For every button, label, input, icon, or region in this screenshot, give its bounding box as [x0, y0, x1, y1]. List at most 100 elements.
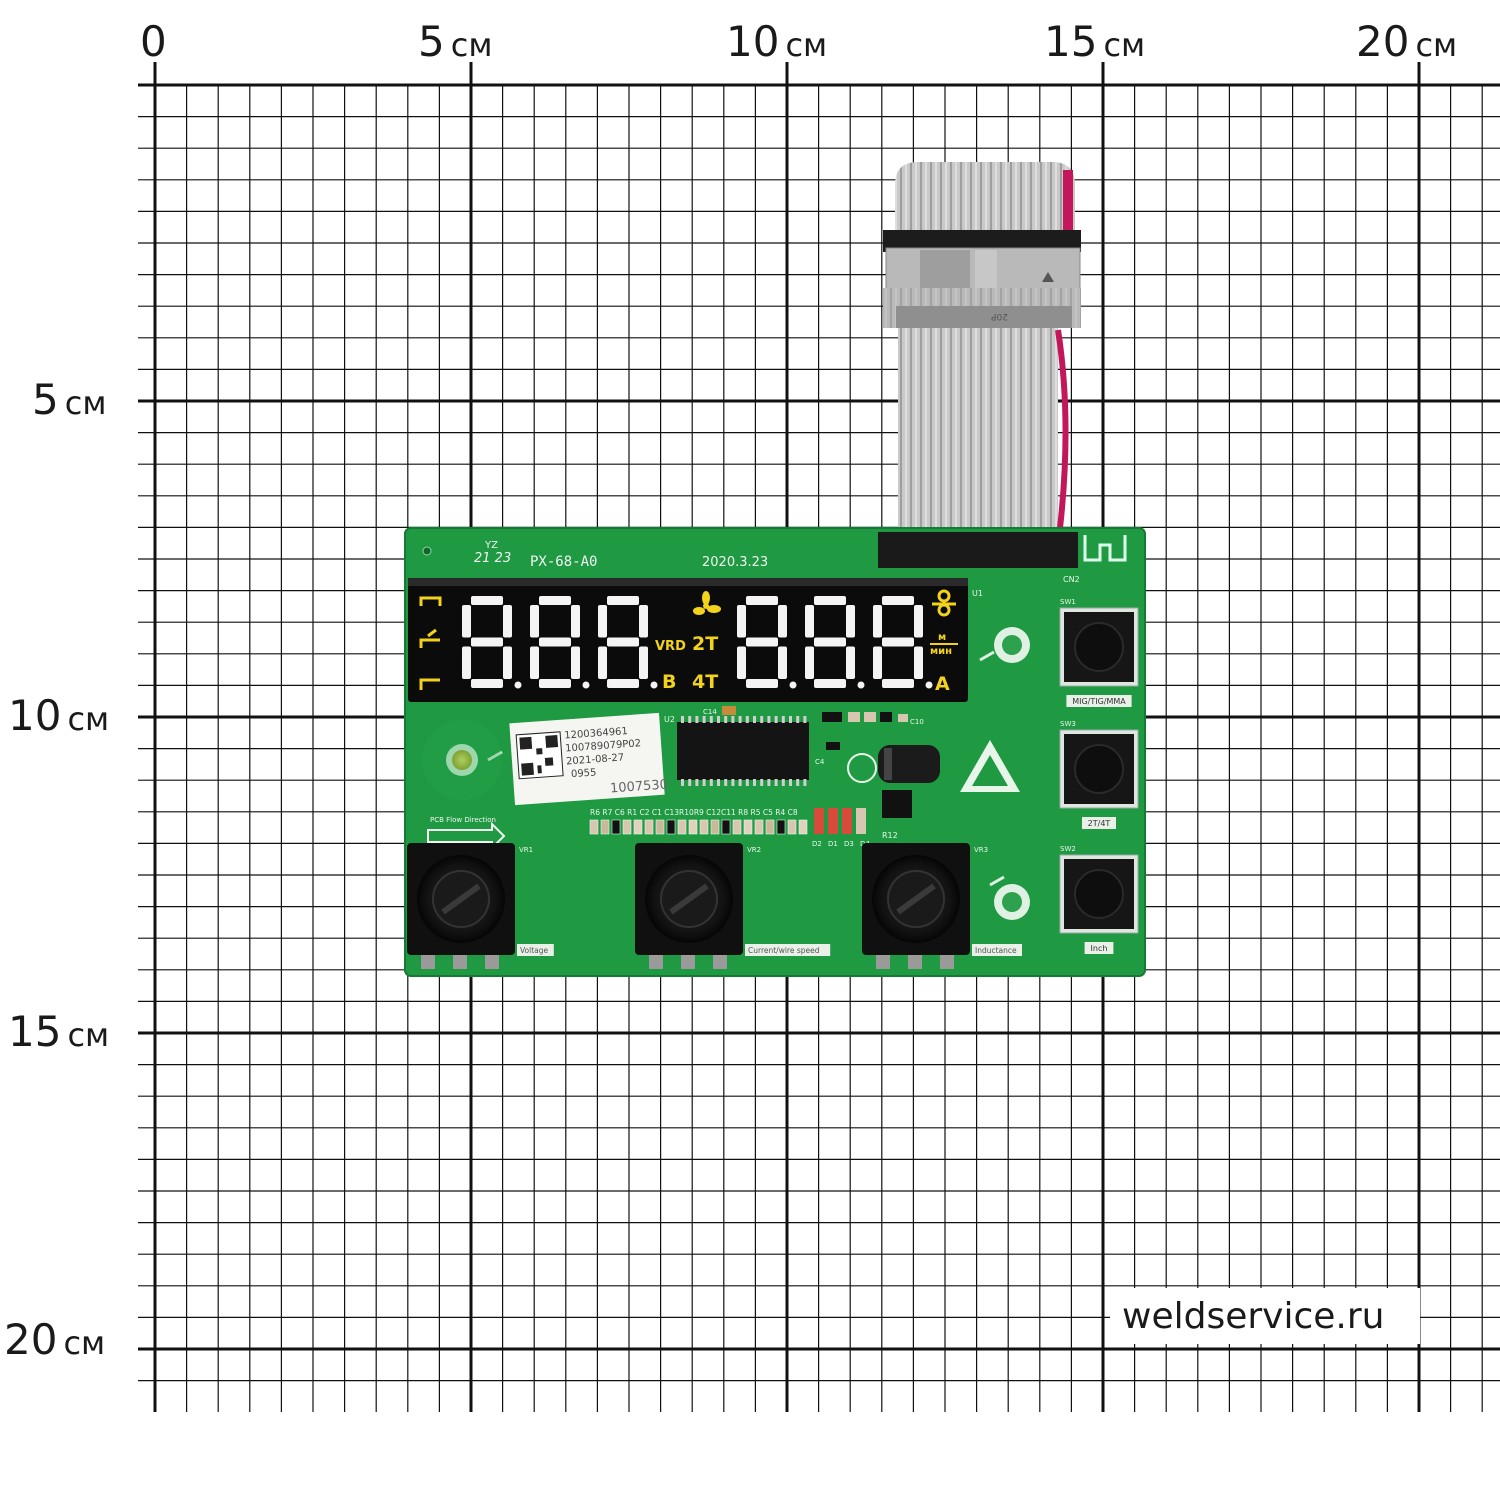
- switch-button[interactable]: [1074, 869, 1124, 919]
- segment: [805, 605, 814, 638]
- idc-triangle-marker: [1042, 272, 1054, 282]
- ribbon-loop: [895, 162, 1075, 250]
- sticker-line-3: 2021-08-27: [566, 752, 625, 767]
- ribbon-cable: 20P: [883, 162, 1081, 533]
- knob-ref: VR1: [519, 846, 533, 854]
- board-model: PX-68-A0: [530, 554, 597, 570]
- torch-mig-icon: [419, 596, 442, 606]
- segment: [539, 596, 571, 605]
- segment: [607, 637, 639, 647]
- segment: [882, 679, 914, 688]
- knob-label: Inductance: [975, 946, 1017, 955]
- switch-button[interactable]: [1074, 744, 1124, 794]
- segment: [814, 679, 846, 688]
- decimal-point: [789, 681, 797, 689]
- status-led: [452, 750, 472, 770]
- pcb-flow-label: PCB Flow Direction: [430, 816, 496, 824]
- pcb-flow-arrow-icon: [427, 821, 506, 851]
- label-u1: U1: [972, 589, 983, 598]
- ribbon-flat: [898, 328, 1058, 533]
- label-r12: R12: [882, 831, 898, 840]
- board-yz: YZ: [484, 540, 498, 551]
- idc-metal-tab: [975, 250, 997, 288]
- segment: [530, 605, 539, 638]
- fraction-bar: [930, 643, 958, 645]
- decimal-point: [650, 681, 658, 689]
- segment: [471, 637, 503, 647]
- pcb-board: CN2 U1 YZ 21 23 PX-68-A0 2020.3.23 888 8…: [404, 527, 1146, 977]
- decimal-point: [857, 681, 865, 689]
- ic-chip-pins: [681, 716, 807, 786]
- screw-icon: [487, 650, 1005, 887]
- fan-icon: [693, 591, 721, 615]
- segment: [598, 605, 607, 638]
- segment: [914, 646, 923, 679]
- idc-metal-tab: [920, 250, 970, 288]
- indicator-unit-speed-bottom: мин: [930, 646, 952, 657]
- knob-ref: VR3: [974, 846, 988, 854]
- ribbon-red-wire: [1055, 329, 1069, 529]
- knob-label: Current/wire speed: [748, 946, 820, 955]
- segment: [914, 605, 923, 638]
- label-c4: C4: [815, 758, 825, 766]
- indicator-4t: 4T: [692, 671, 718, 693]
- board-yz-code: 21 23: [474, 551, 511, 566]
- indicator-unit-a: А: [935, 673, 950, 695]
- display-panel: [408, 578, 968, 702]
- segment: [814, 637, 846, 647]
- torch-tig-icon: [419, 628, 440, 648]
- switch-ref: SW1: [1060, 598, 1076, 606]
- board-date: 2020.3.23: [702, 555, 768, 570]
- diode-d1: D1: [828, 840, 838, 848]
- label-cn2: CN2: [1063, 575, 1080, 584]
- knob-label: Voltage: [520, 946, 549, 955]
- resistor-row-labels: R6 R7 C6 R1 C2 C1 C13R10R9 C12C11 R8 R5 …: [590, 808, 798, 817]
- switch-ref: SW3: [1060, 720, 1076, 728]
- cap-c14: [722, 706, 736, 715]
- mounting-hole: [994, 627, 1030, 920]
- switch-button[interactable]: [1074, 622, 1124, 672]
- electrolytic-capacitor: [878, 745, 940, 783]
- segment: [805, 646, 814, 679]
- segment: [530, 646, 539, 679]
- capacitor-outline: [847, 753, 877, 783]
- indicator-vrd: VRD: [655, 639, 686, 654]
- sticker-line-2: 100789079P02: [565, 738, 642, 754]
- segment: [746, 596, 778, 605]
- segment: [503, 646, 512, 679]
- serial-sticker: 1200364961 100789079P02 2021-08-27 0955 …: [509, 712, 668, 806]
- ic-chip-u2: [677, 722, 809, 780]
- segment: [778, 646, 787, 679]
- segment: [778, 605, 787, 638]
- segment: [846, 646, 855, 679]
- switch-label: Inch: [1091, 944, 1108, 953]
- watermark-background: [1110, 1288, 1420, 1344]
- knob-ref: VR2: [747, 846, 761, 854]
- resistor-row: [589, 819, 808, 835]
- idc-top-cover: [883, 230, 1081, 252]
- decimal-point: [925, 681, 933, 689]
- wire-spool-icon: [932, 589, 956, 617]
- led-display: 888 888 VRD 2T В 4T: [408, 578, 968, 702]
- segment: [873, 605, 882, 638]
- sticker-line-1: 1200364961: [564, 726, 628, 741]
- segment: [737, 646, 746, 679]
- top-label-0: 0: [140, 17, 167, 66]
- diode-d3: D3: [844, 840, 854, 848]
- segment: [814, 596, 846, 605]
- watermark: weldservice.ru: [1122, 1296, 1384, 1337]
